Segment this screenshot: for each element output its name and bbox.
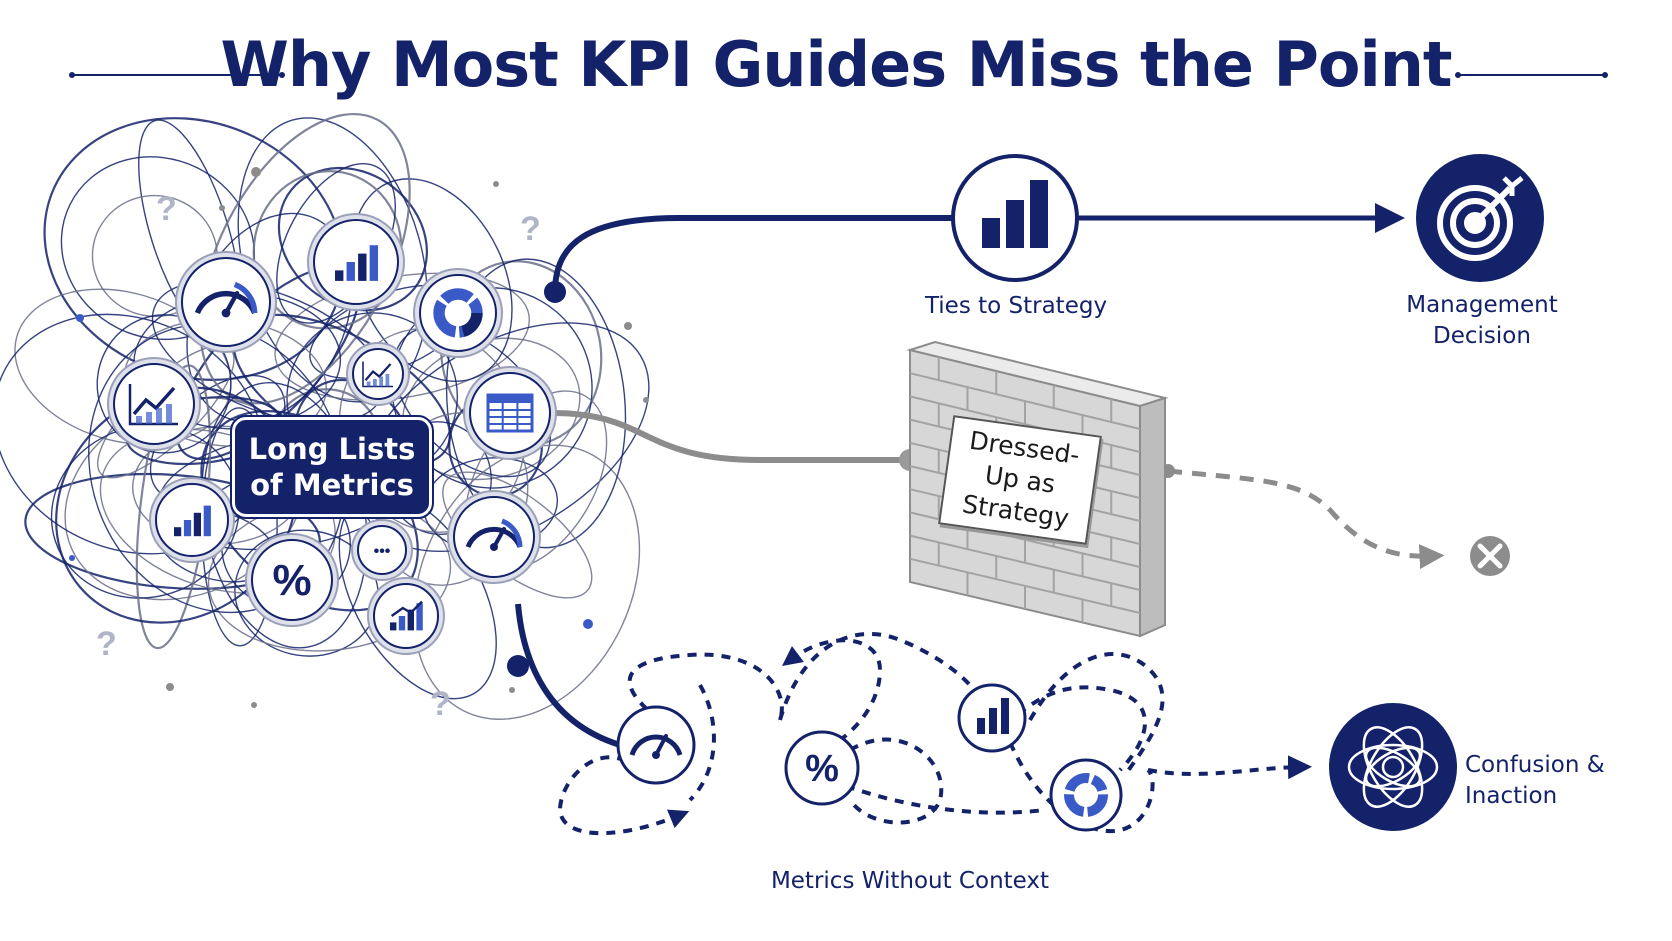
long-lists-label: Long Lists of Metrics <box>230 415 434 519</box>
percent-icon: % <box>805 748 839 790</box>
strategy-node <box>951 154 1079 282</box>
page-title: Why Most KPI Guides Miss the Point <box>220 28 1452 101</box>
ellipsis-glyph: ••• <box>374 543 391 560</box>
question-marks: ? ? ? ? <box>96 190 541 723</box>
gauge-icon <box>447 490 541 584</box>
scribble-loop <box>445 258 627 549</box>
scribble-loop <box>413 444 641 720</box>
strategy-path <box>544 203 1405 303</box>
context-metric-percent: % <box>784 730 860 806</box>
metric-cluster-icons: % ••• <box>107 213 557 655</box>
target-icon <box>1437 176 1524 261</box>
context-label: Metrics Without Context <box>770 868 1050 894</box>
tangled-orbit-icon <box>1347 726 1439 808</box>
context-metric-gauge <box>616 705 696 785</box>
question-mark: ? <box>430 685 451 723</box>
title-rule-left <box>69 72 285 78</box>
donut-chart-icon <box>413 268 503 358</box>
speedometer-icon <box>175 251 277 353</box>
management-decision-label: Management Decision <box>1406 292 1558 349</box>
table-grid-icon <box>463 366 557 460</box>
scatter-dots <box>69 167 649 708</box>
confusion-label: Confusion & Inaction <box>1465 752 1605 809</box>
bar-chart-icon <box>307 213 405 311</box>
trend-chart-icon <box>367 577 445 655</box>
ellipsis-icon: ••• <box>351 519 413 581</box>
context-path <box>507 603 1312 836</box>
question-mark: ? <box>156 190 177 228</box>
bar-chart-icon <box>149 477 235 563</box>
title-rule-right <box>1455 72 1608 78</box>
confusion-node <box>1329 703 1457 831</box>
dressed-up-sign: Dressed-Up as Strategy <box>938 415 1102 545</box>
management-decision-node <box>1416 154 1544 282</box>
percent-glyph: % <box>272 556 311 605</box>
question-mark: ? <box>96 625 117 663</box>
line-chart-icon <box>107 357 201 451</box>
bar-chart-icon <box>982 180 1048 248</box>
scribble-loop <box>393 325 552 478</box>
percent-icon: % <box>245 533 339 627</box>
scribble-loop <box>96 314 232 454</box>
trend-icon <box>346 342 410 406</box>
context-metric-donut <box>1049 758 1123 832</box>
strategy-label: Ties to Strategy <box>924 293 1108 319</box>
scribble-loop <box>277 166 428 312</box>
question-mark: ? <box>520 210 541 248</box>
context-metric-bars <box>957 683 1027 753</box>
fail-x-icon <box>1470 536 1510 576</box>
